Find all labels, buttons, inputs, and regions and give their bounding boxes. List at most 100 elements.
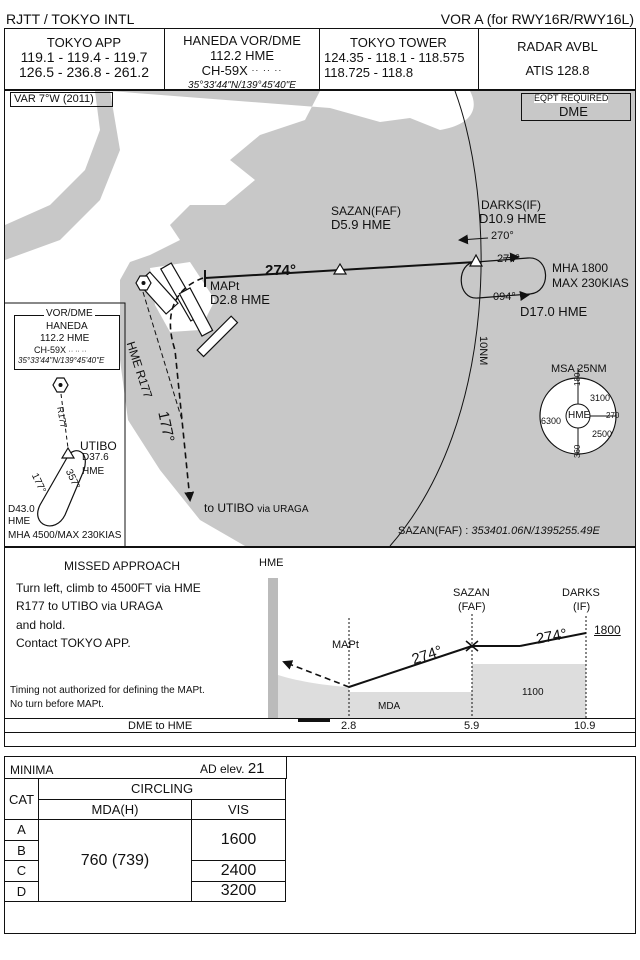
inset-utibo: UTIBO: [80, 439, 117, 453]
msa-270: 270: [606, 411, 620, 420]
note-no-turn: No turn before MAPt.: [10, 699, 104, 710]
missed-approach-line2: R177 to UTIBO via URAGA: [16, 599, 163, 613]
msa-circle: [539, 368, 617, 455]
profile-alt-1100: 1100: [522, 687, 544, 698]
profile-mda: MDA: [378, 701, 401, 712]
cat-b: B: [4, 839, 39, 861]
hold-inbound-course: 274°: [497, 253, 520, 265]
airport-title: RJTT / TOKYO INTL: [6, 11, 135, 27]
inset-channel: CH-59X ·· ·· ··: [34, 345, 87, 356]
cat-header: CAT: [4, 778, 39, 820]
water-area: [110, 91, 635, 546]
dme-10-9: 10.9: [574, 720, 596, 732]
inset-utibo-icon: [60, 446, 76, 459]
minima-table: CAT CIRCLING MDA(H) VIS A 760 (739) 1600…: [4, 778, 286, 902]
var-label-box: [10, 92, 113, 107]
mapt-label: MAPt: [210, 279, 240, 293]
dme-2-8: 2.8: [341, 720, 357, 732]
r177-radial: [142, 291, 183, 421]
darks-distance: D10.9 HME: [479, 211, 547, 226]
vis-d: 3200: [191, 880, 286, 902]
missed-approach-line4: Contact TOKYO APP.: [16, 636, 131, 650]
approach-frequencies: TOKYO APP 119.1 - 119.4 - 119.7 126.5 - …: [4, 30, 164, 90]
sazan-label: SAZAN(FAF): [331, 204, 402, 218]
msa-6300: 6300: [541, 416, 562, 426]
profile-alt-1800: 1800: [594, 623, 621, 637]
twr-title: TOKYO TOWER: [350, 35, 447, 50]
vor-info: HANEDA VOR/DME 112.2 HME CH-59X ·· ·· ··…: [165, 30, 319, 91]
magnetic-variation: VAR 7°W (2011): [14, 93, 94, 105]
runway-complex: [137, 262, 239, 358]
app-freq-line1: 119.1 - 119.4 - 119.7: [20, 49, 148, 65]
sazan-fix-icon: [332, 262, 348, 275]
inset-d43: D43.0: [8, 504, 35, 515]
minima-title: MINIMA: [10, 763, 54, 777]
missed-approach-title: MISSED APPROACH: [64, 559, 181, 573]
note-timing: Timing not authorized for defining the M…: [10, 685, 205, 696]
vis-c: 2400: [191, 860, 286, 882]
tower-frequencies: TOKYO TOWER 124.35 - 118.1 - 118.575 118…: [320, 30, 478, 90]
missed-approach-path: [169, 277, 204, 502]
inset-vor-box: [14, 315, 120, 370]
inset-morse-icon: ·· ·· ··: [68, 348, 87, 355]
profile-faf: (FAF): [458, 601, 486, 613]
profile-hme: HME: [259, 557, 284, 569]
circling-header: CIRCLING: [38, 778, 286, 800]
dme-5-9: 5.9: [464, 720, 480, 732]
twr-freq-line1: 124.35 - 118.1 - 118.575: [324, 50, 465, 65]
msa-2500: 2500: [592, 429, 613, 439]
missed-approach-line3: and hold.: [16, 618, 66, 632]
inset-holding-pattern: [37, 450, 86, 527]
darks-fix-icon: [468, 253, 484, 267]
vor-channel: CH-59X ·· ·· ··: [201, 63, 283, 78]
ten-nm-arc: [389, 91, 482, 546]
mda-header: MDA(H): [38, 798, 192, 820]
sazan-distance: D5.9 HME: [331, 217, 391, 232]
profile-sazan: SAZAN: [453, 587, 490, 599]
app-freq-line2: 126.5 - 236.8 - 261.2: [19, 64, 149, 80]
missed-approach-line1: Turn left, climb to 4500FT via HME: [16, 581, 201, 595]
atis-freq: ATIS 128.8: [525, 63, 590, 78]
eqpt-required-value: DME: [559, 104, 588, 119]
dme-to-hme-label: DME to HME: [128, 720, 193, 732]
radar-avbl: RADAR AVBL: [517, 39, 598, 54]
msa-360: 360: [573, 444, 582, 458]
cat-a: A: [4, 819, 39, 841]
mapt-distance: D2.8 HME: [210, 292, 270, 307]
profile-mapt: MAPt: [332, 639, 359, 651]
hold-094-course: 094°: [493, 291, 516, 303]
profile-drawing: [268, 578, 587, 722]
msa-title: MSA 25NM: [551, 363, 607, 375]
vor-freq: 112.2 HME: [209, 48, 275, 63]
d17-label: D17.0 HME: [520, 304, 588, 319]
app-title: TOKYO APP: [46, 35, 122, 50]
sazan-coordinate: SAZAN(FAF) : 353401.06N/1395255.49E: [398, 525, 600, 537]
eqpt-required-box: [521, 93, 631, 121]
inset-coords: 35°33'44"N/139°45'40"E: [18, 356, 105, 365]
vis-ab: 1600: [191, 819, 286, 861]
cat-d: D: [4, 880, 39, 902]
inset-freq: 112.2 HME: [40, 333, 90, 344]
hold-mha: MHA 1800: [552, 261, 609, 275]
hold-outbound-course: 270°: [491, 230, 514, 242]
inset-title: VOR/DME: [44, 308, 95, 319]
inset-mha: MHA 4500/MAX 230KIAS: [8, 530, 122, 541]
inset-name: HANEDA: [46, 321, 88, 332]
twr-freq-line2: 118.725 - 118.8: [324, 65, 414, 80]
eqpt-required-title: EQPT REQUIRED: [534, 93, 609, 103]
hold-max-speed: MAX 230KIAS: [552, 276, 629, 290]
vor-coords: 35°33'44"N/139°45'40"E: [188, 80, 296, 91]
ad-elevation: AD elev. 21: [200, 760, 265, 777]
radar-atis: RADAR AVBL ATIS 128.8: [479, 30, 636, 90]
procedure-title: VOR A (for RWY16R/RWY16L): [440, 11, 634, 27]
vis-header: VIS: [191, 798, 286, 820]
ten-nm-label: 10NM: [477, 336, 489, 366]
final-course-label: 274°: [265, 262, 297, 279]
to-utibo-label: to UTIBO via URAGA: [204, 501, 309, 515]
frequency-header: [4, 28, 636, 90]
blank-row: [4, 733, 636, 747]
msa-3100: 3100: [590, 393, 611, 403]
profile-frame: [4, 547, 636, 733]
msa-180: 180: [573, 372, 582, 386]
